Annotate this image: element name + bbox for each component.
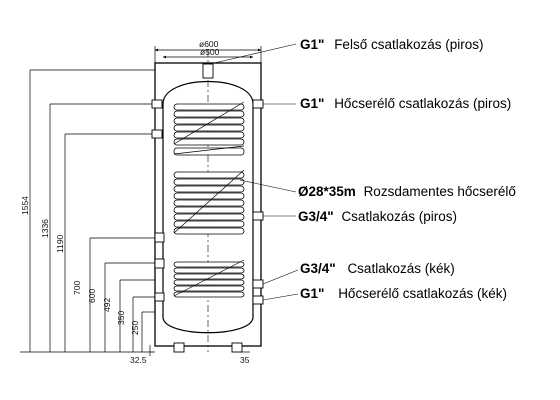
tank-inner-vessel xyxy=(162,81,254,334)
lower-coil-turn xyxy=(173,273,245,280)
middle-coil-return-pipe xyxy=(173,169,245,234)
upper-coil-turn xyxy=(173,131,245,139)
top-connection-pipe xyxy=(202,63,214,79)
label-top-connection-code: G1" xyxy=(300,37,324,52)
upper-coil-turn xyxy=(173,138,245,146)
upper-coil-bridge-return-pipe xyxy=(173,145,245,155)
cold-connection-stub xyxy=(252,279,264,289)
width-inner-label: ø500 xyxy=(200,47,220,57)
leader-lines xyxy=(209,43,299,301)
left-stub-2 xyxy=(151,129,163,139)
middle-coil-turn xyxy=(173,220,245,228)
upper-heat-exchanger-coil xyxy=(173,101,245,235)
foot-dimension-label: 35 xyxy=(240,355,250,365)
label-upper-coil-connection: G1" Hőcserélő csatlakozás (piros) xyxy=(300,96,511,111)
middle-coil-turn xyxy=(173,192,245,200)
upper-coil-outlet-stub xyxy=(252,99,264,109)
dim-label-250: 250 xyxy=(130,321,140,335)
middle-coil-turn xyxy=(173,227,245,235)
lower-heat-exchanger-coil xyxy=(173,259,245,298)
left-stub-1 xyxy=(151,99,163,109)
middle-coil-turn xyxy=(173,206,245,214)
upper-coil-turn xyxy=(173,124,245,132)
label-stainless-coil-text: Rozsdamentes hőcserélő xyxy=(364,184,516,199)
label-blue-connection-text: Csatlakozás (kék) xyxy=(347,261,454,276)
dim-label-1190: 1190 xyxy=(55,234,65,253)
dim-label-1554: 1554 xyxy=(20,196,30,215)
width-outer-label: ø600 xyxy=(199,39,219,49)
callout-labels: G1" Felső csatlakozás (piros) G1" Hőcser… xyxy=(298,37,516,301)
upper-coil-return-pipe xyxy=(173,101,245,145)
label-red-connection-code: G3/4" xyxy=(298,209,334,224)
height-labels: 1554 1336 1190 700 600 492 350 250 xyxy=(20,196,140,335)
label-upper-coil-text: Hőcserélő csatlakozás (piros) xyxy=(334,96,511,111)
dim-label-600: 600 xyxy=(87,289,97,303)
lower-coil-outlet-stub xyxy=(252,295,264,305)
dim-label-492: 492 xyxy=(102,298,112,312)
middle-connection-stub xyxy=(252,211,264,221)
label-red-connection: G3/4" Csatlakozás (piros) xyxy=(298,209,457,224)
left-stub-4 xyxy=(154,258,165,269)
lower-coil-turn xyxy=(173,261,245,268)
tank-feet xyxy=(173,342,243,353)
dim-label-1336: 1336 xyxy=(40,219,50,238)
upper-coil-turn xyxy=(173,110,245,118)
middle-coil-turn xyxy=(173,185,245,193)
label-stainless-coil: Ø28*35m Rozsdamentes hőcserélő xyxy=(298,184,516,199)
upper-coil-turn xyxy=(173,117,245,125)
lower-coil-turn xyxy=(173,267,245,274)
label-lower-coil-code: G1" xyxy=(300,286,324,301)
left-stub-3 xyxy=(154,232,165,243)
label-blue-connection-code: G3/4" xyxy=(300,261,336,276)
label-stainless-coil-code: Ø28*35m xyxy=(298,184,356,199)
lower-coil-turn xyxy=(173,279,245,286)
upper-coil-bridge-turn xyxy=(173,147,245,156)
label-red-connection-text: Csatlakozás (piros) xyxy=(341,209,457,224)
label-blue-connection: G3/4" Csatlakozás (kék) xyxy=(300,261,455,276)
middle-coil-turn xyxy=(173,213,245,221)
label-lower-coil-text: Hőcserélő csatlakozás (kék) xyxy=(338,286,507,301)
label-top-connection: G1" Felső csatlakozás (piros) xyxy=(300,37,484,52)
upper-coil-turn xyxy=(173,103,245,111)
label-upper-coil-code: G1" xyxy=(300,96,324,111)
label-lower-coil-connection: G1" Hőcserélő csatlakozás (kék) xyxy=(300,286,507,301)
middle-coil-turn xyxy=(173,178,245,186)
middle-coil-turn xyxy=(173,199,245,207)
label-top-connection-text: Felső csatlakozás (piros) xyxy=(334,37,483,52)
foot-right xyxy=(231,342,243,353)
middle-coil-turn xyxy=(173,171,245,179)
foot-left xyxy=(173,342,185,353)
left-stub-5 xyxy=(154,292,165,302)
dim-label-350: 350 xyxy=(116,311,126,325)
lower-coil-return-pipe xyxy=(173,259,245,297)
lower-coil-turn xyxy=(173,291,245,298)
dim-label-700: 700 xyxy=(72,281,82,295)
dim-label-32: 32.5 xyxy=(130,355,147,365)
left-connections xyxy=(151,99,165,302)
height-dimension-lines xyxy=(20,69,250,356)
width-dimensions xyxy=(154,46,262,63)
